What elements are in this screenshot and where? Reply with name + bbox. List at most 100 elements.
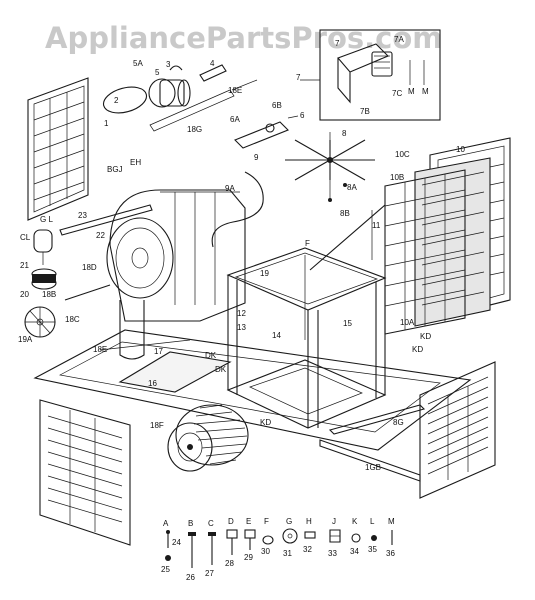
hw-num-30: 30 <box>261 547 270 556</box>
label-7b: 7B <box>360 107 370 116</box>
label-2: 2 <box>114 96 119 105</box>
label-23: 23 <box>78 211 87 220</box>
label-19: 19 <box>260 269 269 278</box>
hw-num-33: 33 <box>328 549 337 558</box>
label-15: 15 <box>343 319 352 328</box>
base-pan <box>33 329 472 451</box>
label-18b: 18B <box>42 290 56 299</box>
label-4: 4 <box>210 59 215 68</box>
label-10: 10 <box>456 145 465 154</box>
label-8b: 8B <box>340 209 350 218</box>
label-7: 7 <box>296 73 301 82</box>
label-m1: M <box>408 87 415 96</box>
label-dk1: DK <box>205 351 217 360</box>
label-20: 20 <box>20 290 29 299</box>
hw-letter-l: L <box>370 517 375 526</box>
label-19a: 19A <box>18 335 33 344</box>
label-8g: 8G <box>393 418 404 427</box>
label-18e-top: 18E <box>228 86 242 95</box>
louver-panel-lower-left <box>39 399 131 546</box>
cabinet-frame <box>226 204 387 429</box>
label-17: 17 <box>154 347 163 356</box>
motor-assembly <box>102 64 258 132</box>
label-22: 22 <box>96 231 105 240</box>
label-cl: CL <box>20 233 31 242</box>
louver-panel-upper-left <box>27 77 89 221</box>
label-7a: 7A <box>394 35 404 44</box>
hw-num-26: 26 <box>186 573 195 582</box>
hw-letter-g: G <box>286 517 292 526</box>
hw-letter-k: K <box>352 517 358 526</box>
label-dk2: DK <box>215 365 227 374</box>
hw-num-36: 36 <box>386 549 395 558</box>
bracket-23 <box>59 204 153 301</box>
blower-housing <box>106 189 246 360</box>
hw-letter-m: M <box>388 517 395 526</box>
rail-8g <box>319 404 426 482</box>
hw-num-29: 29 <box>244 553 253 562</box>
blower-wheel-18f <box>167 404 249 472</box>
louver-panel-lower-right <box>419 361 496 499</box>
hw-letter-a: A <box>163 519 169 528</box>
label-kd2: KD <box>412 345 423 354</box>
pulley-20 <box>31 268 57 290</box>
label-5: 5 <box>155 68 160 77</box>
label-11: 11 <box>372 221 381 230</box>
label-10b: 10B <box>390 173 404 182</box>
bracket-6 <box>234 115 299 149</box>
hw-num-28: 28 <box>225 559 234 568</box>
hardware-labels: A 24 25 B 26 C 27 D 28 E 29 F 30 G 31 H … <box>161 517 395 582</box>
hw-letter-j: J <box>332 517 336 526</box>
part-labels: 1 2 3 4 5A 5 6 6A 6B 7 7 7A 7B 7C M M 8 … <box>18 35 465 472</box>
label-10a: 10A <box>400 318 415 327</box>
label-8: 8 <box>342 129 347 138</box>
water-distributor-8 <box>285 132 375 202</box>
hw-letter-b: B <box>188 519 193 528</box>
label-14: 14 <box>272 331 281 340</box>
label-kd1: KD <box>420 332 431 341</box>
hw-letter-f: F <box>264 517 269 526</box>
hw-letter-h: H <box>306 517 312 526</box>
hw-num-25: 25 <box>161 565 170 574</box>
watermark: AppliancePartsPros.com <box>45 21 442 55</box>
inset-box-7 <box>300 29 441 121</box>
hardware-row <box>165 528 393 568</box>
hw-num-35: 35 <box>368 545 377 554</box>
hw-letter-d: D <box>228 517 234 526</box>
label-eh: EH <box>130 158 141 167</box>
label-7-inset: 7 <box>335 39 340 48</box>
label-18c: 18C <box>65 315 80 324</box>
label-10c: 10C <box>395 150 410 159</box>
label-21: 21 <box>20 261 29 270</box>
label-1gb: 1GB <box>365 463 381 472</box>
hw-num-24: 24 <box>172 538 181 547</box>
label-9a: 9A <box>225 184 235 193</box>
label-6b: 6B <box>272 101 282 110</box>
label-kd3: KD <box>260 418 271 427</box>
tubing-9 <box>211 171 264 248</box>
label-3: 3 <box>166 60 171 69</box>
label-6a: 6A <box>230 115 240 124</box>
hw-num-31: 31 <box>283 549 292 558</box>
hw-num-34: 34 <box>350 547 359 556</box>
label-18d: 18D <box>82 263 97 272</box>
hw-letter-c: C <box>208 519 214 528</box>
pulley-19a <box>24 306 56 338</box>
label-13: 13 <box>237 323 246 332</box>
label-8a: 8A <box>347 183 357 192</box>
hw-letter-e: E <box>246 517 251 526</box>
label-9: 9 <box>254 153 259 162</box>
pad-media-10b <box>414 157 491 327</box>
label-bgj: BGJ <box>107 165 123 174</box>
label-18f: 18F <box>150 421 164 430</box>
label-7c: 7C <box>392 89 402 98</box>
label-18g: 18G <box>187 125 202 134</box>
hw-num-32: 32 <box>303 545 312 554</box>
label-18e: 18E <box>93 345 107 354</box>
label-5a: 5A <box>133 59 143 68</box>
label-6: 6 <box>300 111 305 120</box>
label-12: 12 <box>237 309 246 318</box>
label-m2: M <box>422 87 429 96</box>
label-f: F <box>305 239 310 248</box>
